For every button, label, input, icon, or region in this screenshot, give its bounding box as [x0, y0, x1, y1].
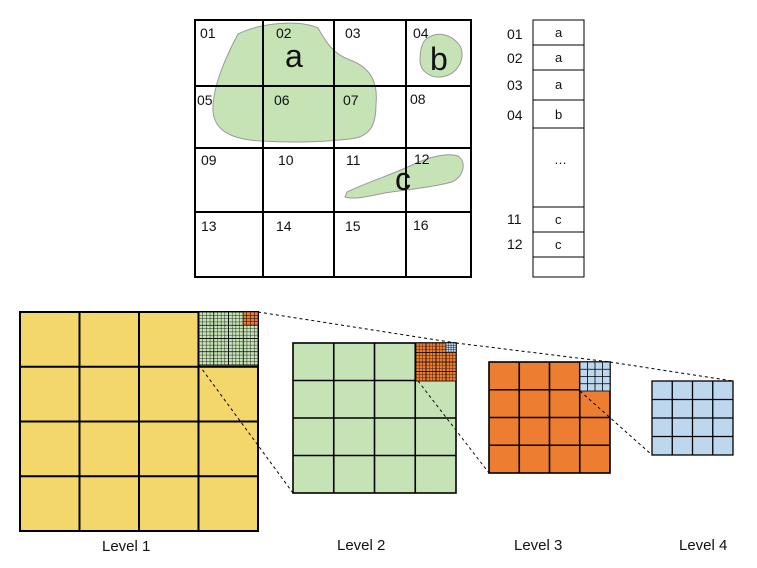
table-row-value: a	[555, 77, 563, 92]
cell-label: 08	[410, 91, 426, 107]
table-row-ellipsis: …	[554, 152, 567, 167]
table-row-value: c	[555, 212, 562, 227]
level-3-grid	[488, 361, 611, 474]
region-a-shape	[212, 22, 377, 143]
table-row-value: a	[555, 25, 563, 40]
level-2-grid	[292, 342, 457, 494]
cell-label: 05	[197, 92, 213, 108]
level-1-label: Level 1	[102, 538, 150, 555]
table-row-value: b	[555, 107, 562, 122]
region-c-label: c	[395, 161, 411, 197]
cell-labels: 01 02 03 04 05 06 07 08 09 10 11 12 13 1…	[197, 25, 430, 234]
cell-label: 15	[345, 218, 361, 234]
hierarchy-levels: Level 1 Level 2 Level 3 Level 4	[19, 311, 734, 555]
region-a-label: a	[285, 38, 303, 74]
grid-lines	[194, 19, 472, 278]
table-row-id: 12	[507, 236, 523, 252]
level-2-subcell	[445, 371, 457, 382]
zoom-connector-lines	[198, 311, 734, 494]
level-2-label: Level 2	[337, 537, 385, 554]
cell-label: 13	[201, 218, 217, 234]
table-row-id: 02	[507, 50, 523, 66]
cell-label: 06	[274, 92, 290, 108]
cell-label: 01	[200, 25, 216, 41]
cell-label: 12	[414, 151, 430, 167]
region-c-shape	[344, 154, 464, 199]
cell-label: 11	[346, 152, 361, 168]
cell-label: 10	[278, 152, 294, 168]
region-grid: 01 02 03 04 05 06 07 08 09 10 11 12 13 1…	[194, 19, 472, 278]
table-row-id: 01	[507, 26, 523, 42]
level-1-grid	[19, 311, 259, 532]
index-table: 01 02 03 04 11 12 a a a b … c c	[507, 19, 585, 278]
level-3-label: Level 3	[514, 537, 562, 554]
table-row-id: 11	[507, 211, 522, 227]
cell-label: 07	[343, 92, 359, 108]
level-4-label: Level 4	[679, 537, 727, 554]
cell-label: 03	[345, 25, 361, 41]
cell-label: 02	[276, 25, 292, 41]
table-row-id: 04	[507, 107, 523, 123]
cell-label: 04	[413, 25, 429, 41]
table-row-value: a	[555, 50, 563, 65]
region-b-shape	[419, 33, 463, 78]
region-b-label: b	[430, 41, 448, 77]
cell-label: 09	[201, 152, 217, 168]
table-row-id: 03	[507, 77, 523, 93]
table-row-value: c	[555, 237, 562, 252]
cell-label: 16	[413, 217, 429, 233]
level-4-grid	[651, 380, 734, 456]
cell-label: 14	[276, 218, 292, 234]
